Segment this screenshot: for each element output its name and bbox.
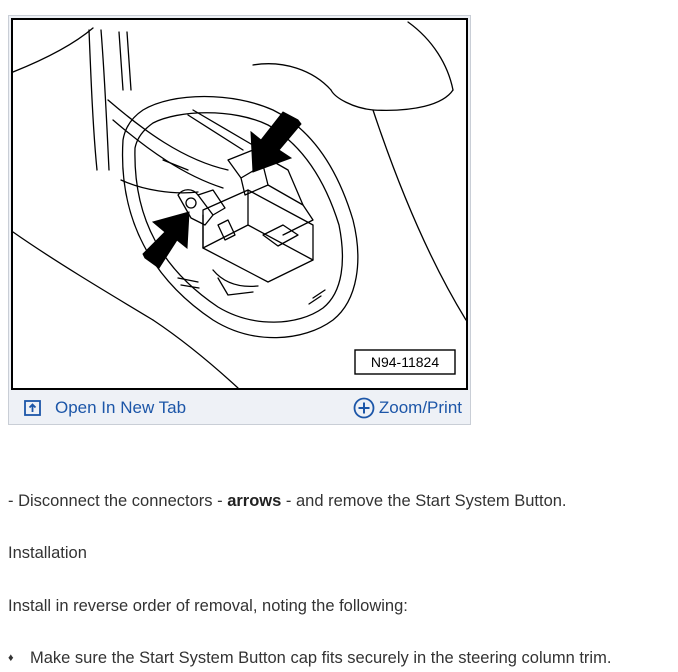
figure-toolbar: Open In New Tab Zoom/Print bbox=[9, 392, 470, 424]
figure-label: N94-11824 bbox=[371, 354, 439, 370]
bullet-item: ♦ Make sure the Start System Button cap f… bbox=[8, 649, 611, 668]
diamond-bullet-icon: ♦ bbox=[8, 652, 14, 664]
open-in-new-tab-label: Open In New Tab bbox=[55, 398, 187, 417]
bullet-text: Make sure the Start System Button cap fi… bbox=[30, 649, 612, 667]
step-suffix: - and remove the Start System Button. bbox=[281, 492, 567, 510]
zoom-plus-icon bbox=[353, 397, 375, 419]
disconnect-step: - Disconnect the connectors - arrows - a… bbox=[8, 492, 567, 511]
install-instruction: Install in reverse order of removal, not… bbox=[8, 597, 408, 615]
illustration-drawing: N94-11824 bbox=[13, 21, 466, 388]
step-bold-term: arrows bbox=[227, 492, 282, 510]
technical-illustration: N94-11824 bbox=[11, 18, 468, 390]
arrow-upper-icon bbox=[250, 111, 302, 173]
zoom-print-label: Zoom/Print bbox=[378, 398, 462, 417]
zoom-print-button[interactable]: Zoom/Print bbox=[353, 396, 462, 420]
open-in-new-tab-button[interactable]: Open In New Tab bbox=[23, 396, 186, 420]
step-prefix: - Disconnect the connectors - bbox=[8, 492, 228, 510]
installation-heading: Installation bbox=[8, 544, 87, 562]
figure-container: N94-11824 Open In New Tab Zoom/Print bbox=[8, 15, 471, 425]
open-in-new-tab-icon bbox=[23, 398, 43, 418]
arrow-lower-icon bbox=[142, 211, 190, 269]
arrow-markers bbox=[142, 111, 302, 269]
